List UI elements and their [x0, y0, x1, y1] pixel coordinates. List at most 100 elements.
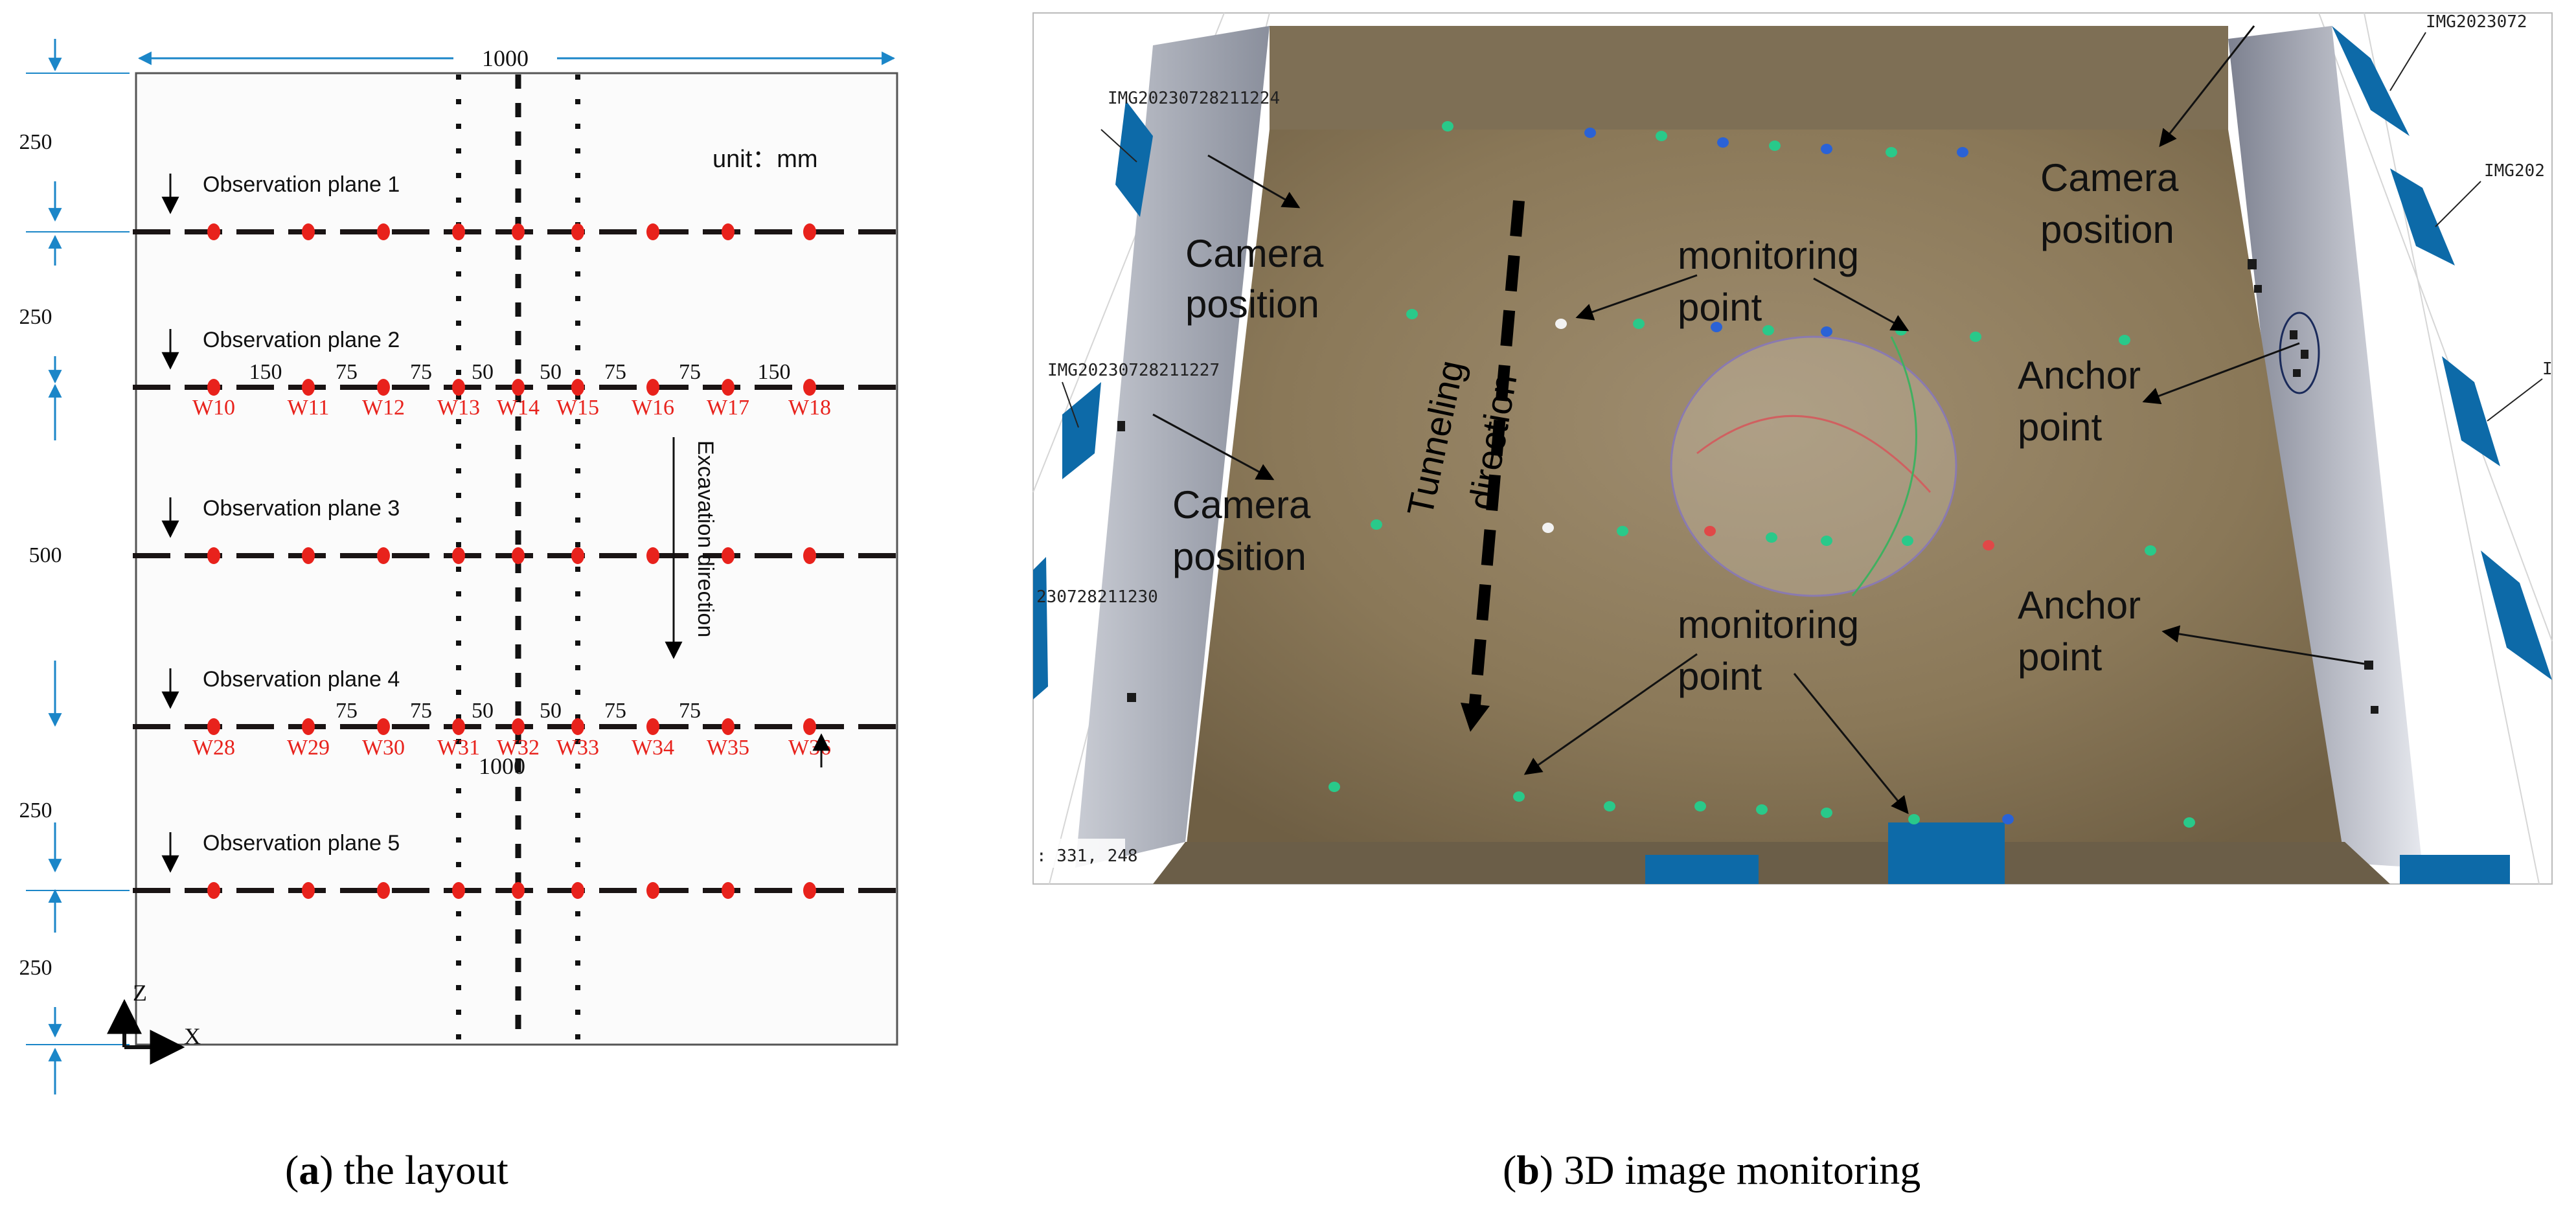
spacing-label-row2: 50 [472, 360, 494, 384]
anchor-point-label-1-b: point [2018, 405, 2102, 449]
marker-point [1555, 319, 1567, 329]
point-label-w17: W17 [707, 396, 749, 420]
marker-point [1617, 526, 1628, 536]
observation-point [377, 547, 390, 564]
width-label: 1000 [482, 45, 529, 71]
marker-point [1908, 814, 1920, 824]
marker-point [1983, 540, 1994, 550]
marker-point [1711, 322, 1722, 332]
sphere-red-arc [1696, 414, 1932, 493]
observation-point [803, 223, 816, 240]
spacing-label-row2: 75 [679, 360, 701, 384]
spacing-label-row4: 75 [679, 699, 701, 723]
left-dim-5: 250 [19, 956, 52, 980]
marker-point [2002, 814, 2014, 824]
camera-icon-7 [2481, 550, 2552, 680]
point-label-w13: W13 [437, 396, 480, 420]
observation-point [512, 882, 525, 899]
observation-point [571, 223, 584, 240]
wall-markers [1117, 259, 2378, 714]
camera-icon-1 [1115, 100, 1153, 217]
camera-position-label-2-a: Camera [1172, 483, 1311, 527]
spacing-label-row2: 75 [604, 360, 626, 384]
marker-point [1442, 121, 1453, 131]
spacing-label-row4: 75 [604, 699, 626, 723]
x-axis-label: X [184, 1023, 201, 1049]
spacing-label-row4: 75 [336, 699, 358, 723]
marker-point [1762, 325, 1774, 335]
spacing-label-row2: 50 [540, 360, 562, 384]
observation-point [512, 718, 525, 735]
front-edge [1153, 842, 2390, 884]
left-wall [1075, 26, 1270, 868]
observation-point [377, 223, 390, 240]
camera-id-4: IMG2023072 [2426, 12, 2527, 32]
anchor-point-label-1-a: Anchor [2018, 354, 2141, 397]
point-label-w16: W16 [632, 396, 674, 420]
plane-label-1: Observation plane 1 [203, 172, 400, 197]
observation-point [452, 882, 465, 899]
marker-point [1821, 808, 1832, 818]
camera-position-label-2-b: position [1172, 535, 1306, 578]
marker-point [1821, 144, 1832, 154]
observation-point [377, 718, 390, 735]
z-axis-label: Z [133, 980, 147, 1006]
marker-point [1717, 137, 1729, 148]
excavation-label: Excavation direction [693, 440, 718, 637]
observation-point [302, 718, 315, 735]
observation-point [722, 718, 735, 735]
marker-point [1902, 536, 1913, 546]
caption-a-text: the layout [333, 1147, 508, 1193]
point-label-w29: W29 [287, 736, 330, 760]
plane-label-2: Observation plane 2 [203, 328, 400, 352]
spacing-label-row2: 150 [249, 360, 282, 384]
observation-point [803, 379, 816, 396]
point-label-w11: W11 [288, 396, 330, 420]
camera-position-label-1-a: Camera [1185, 232, 1324, 275]
camera-icon-4 [2332, 26, 2410, 136]
marker-point [1756, 804, 1768, 815]
marker-point [1821, 326, 1832, 337]
marker-point [1371, 519, 1382, 530]
monitoring-point-label-2-b: point [1678, 655, 1762, 698]
left-dim-2: 250 [19, 305, 52, 329]
camera-positions [1033, 26, 2552, 884]
callout-leaders [1152, 25, 2365, 815]
marker-point [1656, 131, 1667, 141]
camera-id-5: IMG202 [2484, 161, 2545, 181]
camera-position-label-3-a: Camera [2040, 156, 2179, 199]
tunneling-direction-arrow [1468, 200, 1525, 720]
point-label-w36: W36 [788, 736, 831, 760]
observation-point [512, 379, 525, 396]
point-label-w33: W33 [556, 736, 599, 760]
observation-point [377, 882, 390, 899]
observation-point [722, 547, 735, 564]
sphere-green-arc [1851, 336, 1917, 596]
point-label-w35: W35 [707, 736, 749, 760]
monitoring-sphere [1670, 335, 1957, 597]
observation-point [512, 223, 525, 240]
marker-point [2119, 335, 2130, 345]
left-dim-1: 250 [19, 130, 52, 154]
observation-point [207, 882, 220, 899]
point-label-w18: W18 [788, 396, 831, 420]
anchor-ellipse [2279, 312, 2320, 394]
marker-point [1584, 128, 1596, 138]
caption-a: (a) the layout [285, 1147, 508, 1193]
monitoring-point-label-1-b: point [1678, 286, 1762, 329]
camera-id-6: I [2542, 359, 2553, 379]
anchor-point-label-2-b: point [2018, 635, 2102, 679]
coord-readout-bg [1034, 839, 1125, 868]
right-wall [2228, 26, 2422, 868]
left-dim-3: 500 [29, 543, 62, 567]
observation-point [646, 718, 659, 735]
observation-point [452, 223, 465, 240]
unit-label: unit：mm [712, 146, 818, 173]
marker-point [1328, 782, 1340, 792]
observation-point [646, 882, 659, 899]
marker-point [1694, 801, 1706, 811]
panel-a-layout: 1000 unit：mm 250 250 500 250 250 [0, 0, 907, 1114]
marker-point [1886, 147, 1897, 157]
observation-point [722, 223, 735, 240]
